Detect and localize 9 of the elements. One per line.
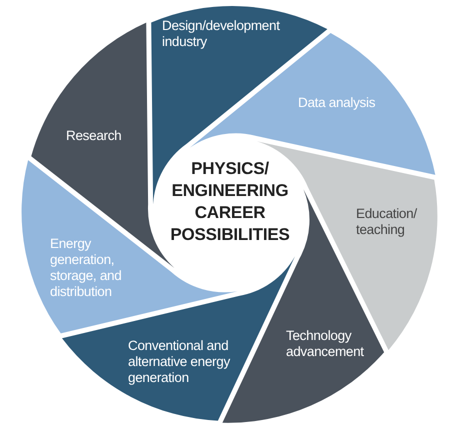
- segment-label: Research: [66, 128, 122, 144]
- center-title: PHYSICS/ ENGINEERING CAREER POSSIBILITIES: [148, 158, 312, 246]
- segment-label: Data analysis: [298, 95, 376, 111]
- segment-label: Design/development industry: [162, 18, 281, 50]
- segment-label: Technology advancement: [286, 328, 365, 360]
- segment-label: Energy generation, storage, and distribution: [50, 236, 122, 300]
- segment-label: Education/ teaching: [356, 206, 418, 238]
- blade-segment: [151, 6, 328, 204]
- segment-label: Conventional and alternative energy generation: [128, 338, 231, 386]
